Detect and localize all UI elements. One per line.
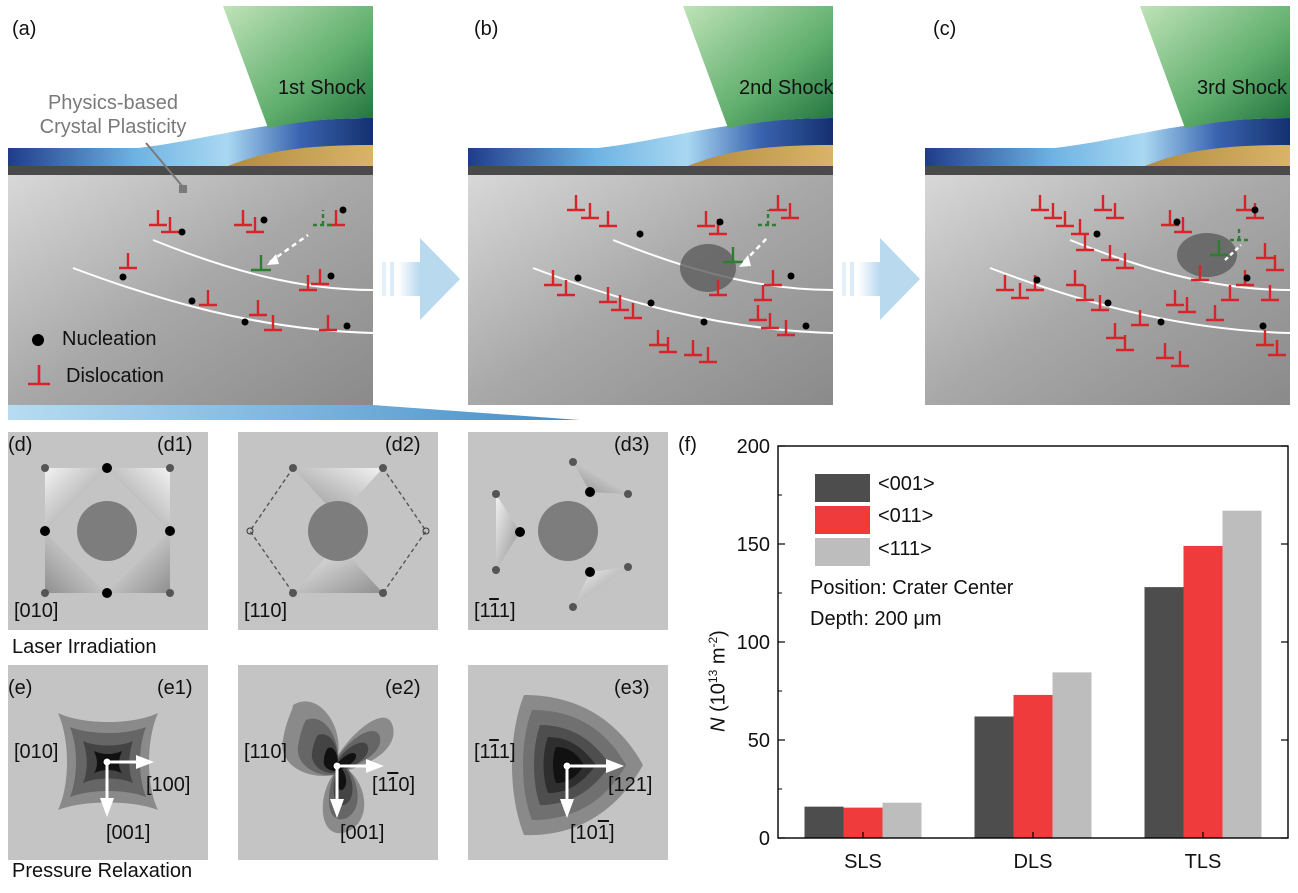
row-caption-pressure: Pressure Relaxation: [12, 860, 193, 882]
row-d-graphic: [8, 432, 668, 630]
cell-d1: [8, 432, 208, 630]
row-e-graphic: [8, 665, 668, 860]
dir-d3: [111]: [474, 600, 516, 622]
panel-label-e: (e): [8, 677, 33, 699]
y-tick-label-100: 100: [737, 632, 770, 654]
shock-label-3: 3rd Shock: [1197, 77, 1288, 99]
legend-swatch-0: [815, 474, 870, 502]
bar-tls-1: [1183, 545, 1223, 838]
shock-panels-graphic: [7, 5, 1291, 420]
dir-d2: [110]: [244, 600, 287, 622]
shock-label-2: 2nd Shock: [739, 77, 834, 99]
chart-y-axis-label: N (1013 m-2): [706, 630, 730, 732]
legend-label-001: <001>: [878, 473, 935, 495]
bar-dls-1: [1013, 694, 1053, 838]
cell-e3: [468, 665, 668, 860]
legend-swatch-1: [815, 506, 870, 534]
cell-e2: [238, 665, 438, 860]
x-tick-label-dls: DLS: [1014, 851, 1053, 873]
cell-tag-e1: (e1): [157, 677, 193, 699]
panel-label-b: (b): [474, 18, 499, 40]
cell-tag-d2: (d2): [385, 434, 421, 456]
bar-chart: SLS DLS TLS 0 50 100 150 200: [737, 436, 1289, 873]
cell-tag-e2: (e2): [385, 677, 421, 699]
dir-e2-right: [110]: [372, 774, 416, 796]
legend-label-011: <011>: [878, 505, 934, 527]
bar-tls-0: [1144, 587, 1184, 838]
y-tick-label-150: 150: [737, 534, 770, 556]
panel-b-graphic: [467, 5, 834, 406]
dir-e1-down: [001]: [106, 822, 151, 844]
bar-tls-2: [1222, 510, 1262, 838]
cell-e1: [8, 665, 208, 860]
panel-a-graphic: [7, 5, 374, 406]
dir-e1-left: [010]: [14, 741, 59, 763]
dir-e1-right: [100]: [146, 774, 191, 796]
x-tick-label-sls: SLS: [844, 851, 882, 873]
dir-d1: [010]: [14, 600, 59, 622]
panel-label-c: (c): [933, 18, 957, 40]
annotation-depth: Depth: 200 μm: [810, 608, 942, 630]
legend-label-111: <111>: [878, 538, 932, 560]
cell-tag-d3: (d3): [614, 434, 650, 456]
annotation-position: Position: Crater Center: [810, 577, 1014, 599]
x-tick-label-tls: TLS: [1185, 851, 1222, 873]
cell-d2: [238, 432, 438, 630]
y-tick-label-0: 0: [759, 828, 770, 850]
crystal-plasticity-callout: Physics-based Crystal Plasticity: [39, 92, 187, 138]
y-tick-label-50: 50: [748, 730, 770, 752]
shock-label-1: 1st Shock: [278, 77, 366, 99]
bar-dls-0: [974, 716, 1014, 838]
dir-e3-right: [121]: [608, 774, 653, 796]
bar-sls-0: [804, 806, 844, 838]
legend-dislocation-label: Dislocation: [66, 365, 164, 387]
dir-e2-down: [001]: [340, 822, 385, 844]
bar-dls-2: [1052, 672, 1092, 838]
row-caption-laser: Laser Irradiation: [12, 636, 157, 658]
arrow-a-to-b: [382, 238, 460, 320]
legend-nucleation-label: Nucleation: [62, 328, 157, 350]
dir-e2-left: [110]: [244, 741, 287, 763]
bar-sls-2: [882, 802, 922, 838]
panel-label-a: (a): [12, 18, 37, 40]
cell-d3: [468, 432, 668, 630]
panel-label-d: (d): [8, 434, 33, 456]
y-tick-label-200: 200: [737, 436, 770, 458]
legend-swatch-2: [815, 538, 870, 566]
panel-label-f: (f): [678, 434, 697, 456]
dir-e3-down: [101]: [570, 822, 615, 844]
arrow-b-to-c: [842, 238, 920, 320]
cell-tag-d1: (d1): [157, 434, 193, 456]
zoom-wedge: [8, 405, 580, 420]
cell-tag-e3: (e3): [614, 677, 650, 699]
dir-e3-left: [111]: [474, 741, 516, 763]
panel-c-graphic: [924, 5, 1291, 406]
